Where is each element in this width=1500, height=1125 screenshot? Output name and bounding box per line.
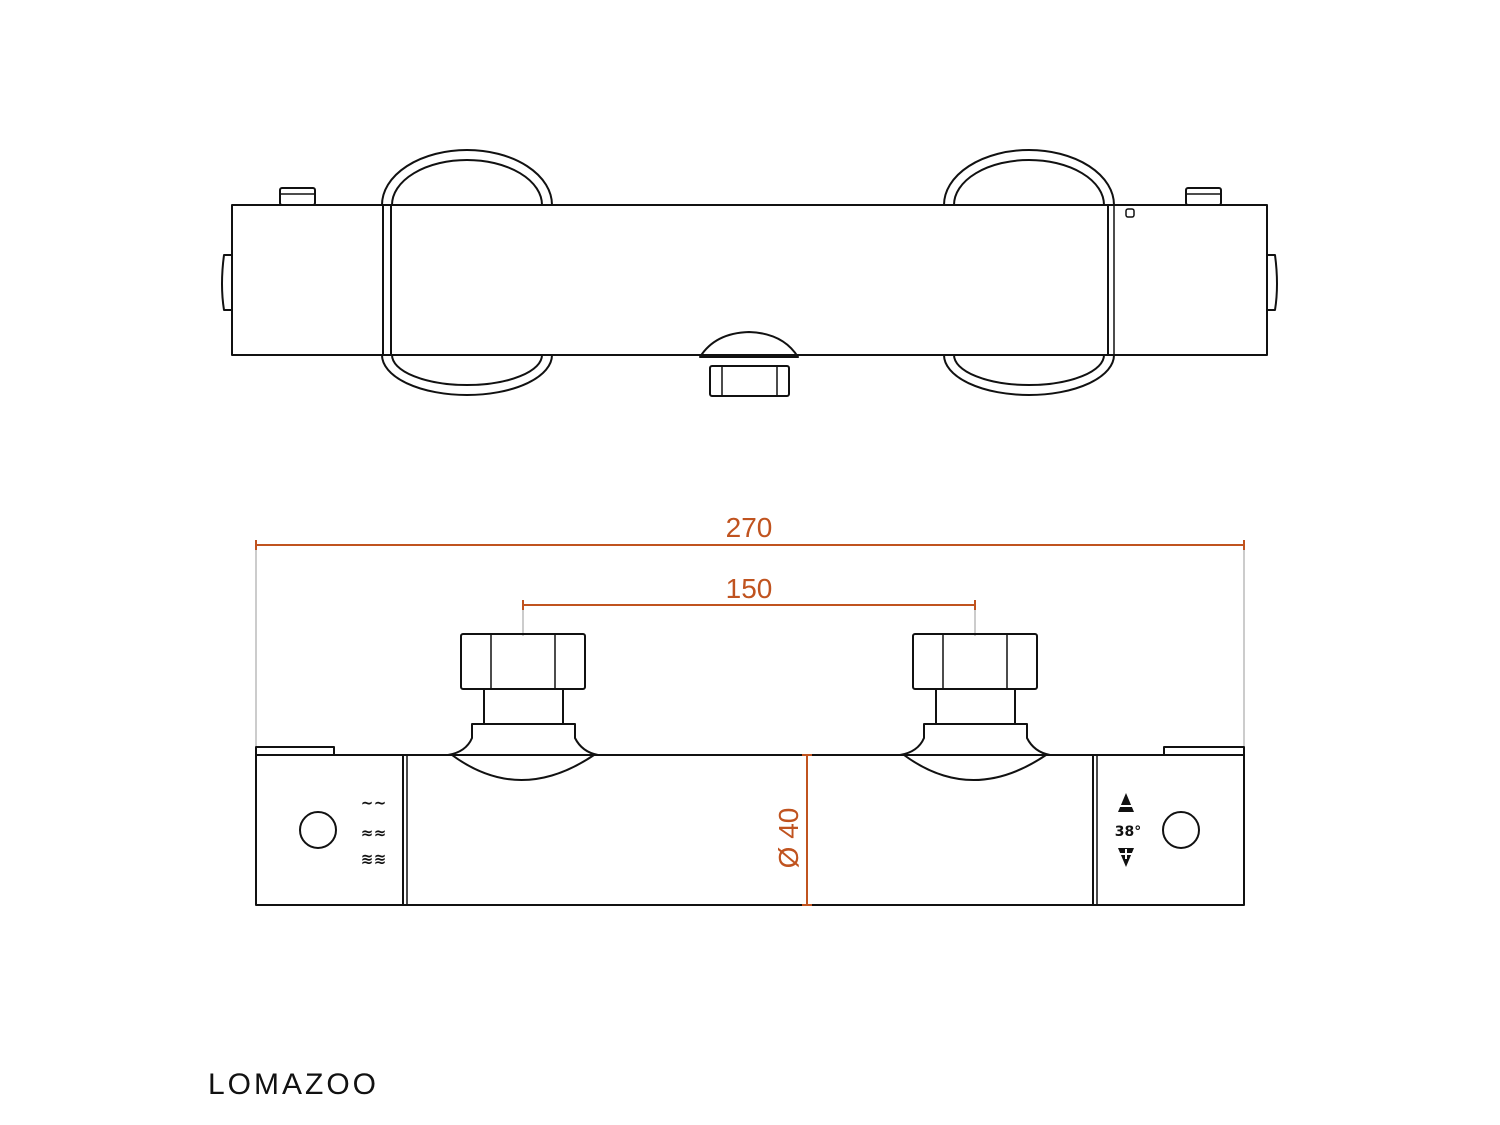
- dimension-inlet-spacing: 150: [522, 573, 976, 610]
- triangle-plus-icon: [1118, 848, 1134, 867]
- right-bracket-ring-top: [943, 149, 1115, 206]
- right-handle-hole: [1162, 811, 1200, 849]
- top-body: [231, 204, 1268, 356]
- front-body: [255, 754, 1245, 906]
- left-top-button: [279, 187, 316, 206]
- svg-text:≋: ≋: [374, 850, 387, 868]
- outlet-nut: [709, 365, 790, 397]
- svg-text:~: ~: [361, 794, 374, 812]
- left-top-cap: [255, 746, 335, 756]
- temperature-label: 38°: [1115, 824, 1141, 840]
- svg-text:≈: ≈: [374, 824, 387, 842]
- right-top-cap: [1163, 746, 1245, 756]
- left-inlet: [447, 633, 599, 781]
- dimension-overall: 270: [255, 512, 1245, 550]
- svg-text:~: ~: [374, 794, 387, 812]
- water-temperature-waves-icon: ~ ~ ≈ ≈ ≋ ≋: [361, 794, 387, 868]
- svg-text:≋: ≋: [361, 850, 374, 868]
- left-bracket-ring-bottom-inner: [391, 354, 543, 386]
- right-inlet: [899, 633, 1051, 781]
- left-end-cap: [221, 254, 233, 311]
- outlet-dome: [699, 331, 799, 358]
- overall-length-label: 270: [726, 512, 773, 543]
- right-bracket-ring-top-inner: [953, 159, 1105, 206]
- left-handle-hole: [299, 811, 337, 849]
- left-bracket-ring-top: [381, 149, 553, 206]
- inlet-spacing-label: 150: [726, 573, 773, 604]
- diameter-label: Ø 40: [773, 808, 804, 869]
- triangle-minus-icon: [1118, 793, 1134, 812]
- svg-text:≈: ≈: [361, 824, 374, 842]
- small-indicator: [1125, 208, 1135, 218]
- top-view: [221, 149, 1278, 397]
- right-bracket-ring-bottom: [943, 354, 1115, 396]
- front-view: ~ ~ ≈ ≈ ≋ ≋ 38° 270 150: [255, 512, 1245, 906]
- dimension-diameter: Ø 40: [773, 754, 812, 906]
- right-end-cap: [1266, 254, 1278, 311]
- left-bracket-ring-top-inner: [391, 159, 543, 206]
- brand-logo: LOMAZOO: [208, 1068, 380, 1101]
- left-bracket-ring-bottom: [381, 354, 553, 396]
- right-bracket-ring-bottom-inner: [953, 354, 1105, 386]
- right-top-button: [1185, 187, 1222, 206]
